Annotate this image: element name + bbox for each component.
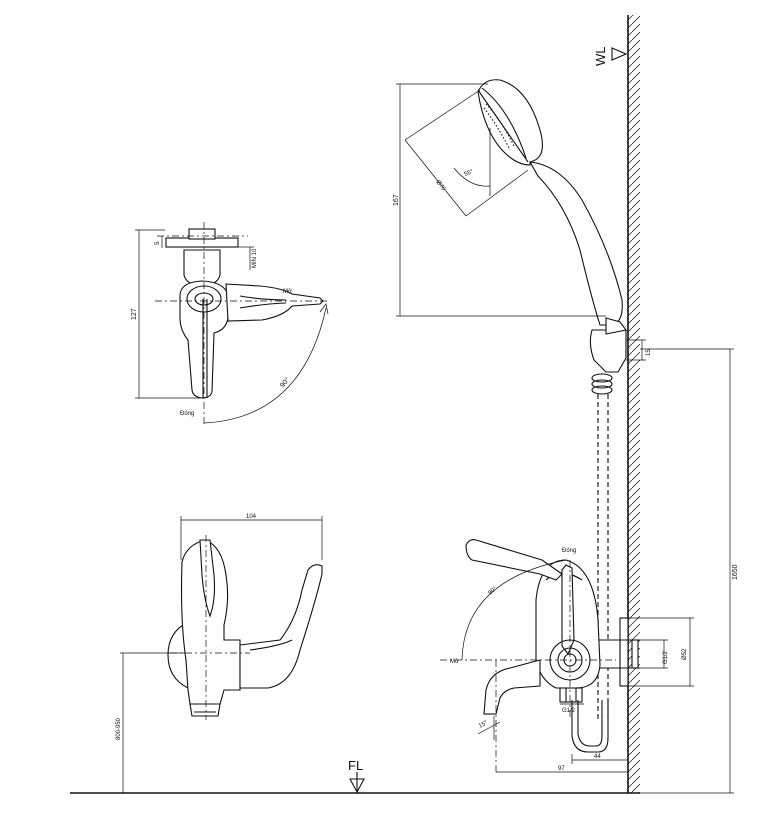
side-view: 90° Đóng Mở G1/2 G1/2 Ø52 15° 44 97 xyxy=(440,539,694,775)
bottom-thread-label: G1/2 xyxy=(562,708,576,714)
wall-level-marker: WL xyxy=(593,47,628,67)
top-view: 127 5 MIN 10 Mở Đóng 90° xyxy=(131,222,330,425)
top-view-open-label: Mở xyxy=(283,288,292,295)
flange-diameter-dim: Ø52 xyxy=(682,648,688,660)
shower-head-angle: 55° xyxy=(464,169,475,178)
top-view-min-dim: MIN 10 xyxy=(252,248,258,268)
top-view-plate-dim: 5 xyxy=(155,241,161,245)
spout-angle: 15° xyxy=(478,720,489,730)
side-thread-label: G1/2 xyxy=(663,650,669,664)
floor-level-marker: FL xyxy=(348,758,365,794)
front-view: 104 800-950 xyxy=(116,514,323,793)
dim-97: 97 xyxy=(558,766,565,772)
top-view-close-label: Đóng xyxy=(180,411,194,417)
dim-44: 44 xyxy=(594,754,601,760)
side-view-angle: 90° xyxy=(487,586,498,597)
floor-level-label: FL xyxy=(348,758,363,773)
top-view-height-dim: 127 xyxy=(131,308,138,320)
top-view-angle: 90° xyxy=(278,376,291,389)
wall xyxy=(627,15,640,793)
shower-view: 167 Ø70 55° 15 1650 xyxy=(393,79,739,794)
shower-head-height-dim: 167 xyxy=(393,194,400,206)
side-view-close-label: Đóng xyxy=(562,548,576,554)
holder-dim: 15 xyxy=(646,349,652,356)
total-height-dim: 1650 xyxy=(732,564,739,580)
shower-head-diameter-dim: Ø70 xyxy=(434,180,446,193)
front-view-height-dim: 800-950 xyxy=(116,717,122,740)
side-view-open-label: Mở xyxy=(450,658,459,665)
wall-level-label: WL xyxy=(593,47,608,67)
front-view-width-dim: 104 xyxy=(246,514,257,520)
